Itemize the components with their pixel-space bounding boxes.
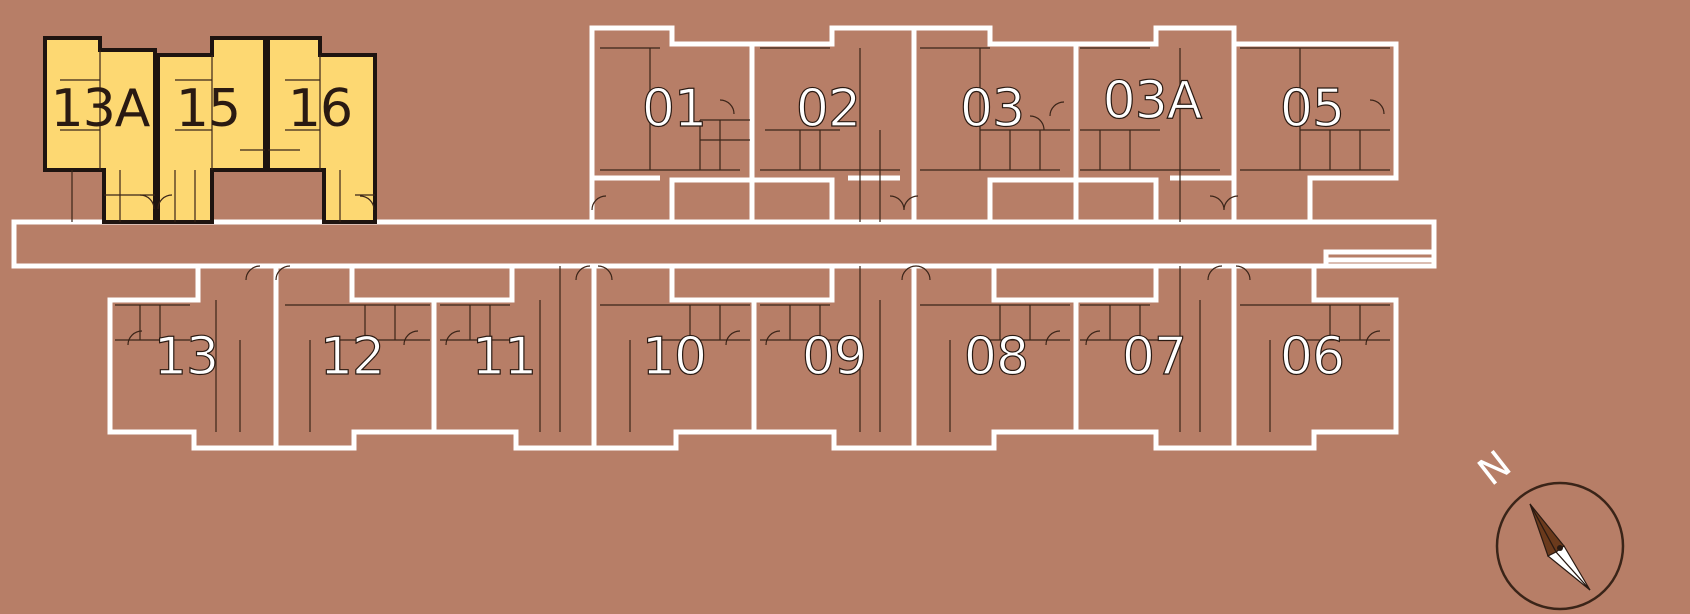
unit-label-01[interactable]: 01: [641, 78, 707, 139]
unit-label-11[interactable]: 11: [471, 326, 537, 387]
unit-label-15[interactable]: 15: [176, 79, 241, 139]
compass: N: [1470, 442, 1625, 611]
corridor-outline: [11, 219, 1437, 269]
unit-label-13[interactable]: 13: [153, 326, 219, 387]
unit-label-16[interactable]: 16: [288, 79, 353, 139]
compass-ring: [1495, 481, 1625, 611]
selected-units-group: [43, 36, 377, 224]
south-interior-details: [115, 265, 1390, 432]
unit-label-06[interactable]: 06: [1279, 326, 1345, 387]
north-wing: [589, 25, 1399, 222]
unit-label-10[interactable]: 10: [641, 326, 707, 387]
compass-arrow-icon: [1529, 503, 1591, 591]
north-wing-outline: [589, 25, 1399, 222]
unit-16-outline[interactable]: [266, 36, 377, 224]
unit-label-12[interactable]: 12: [319, 326, 385, 387]
unit-label-02[interactable]: 02: [795, 78, 861, 139]
unit-label-13A[interactable]: 13A: [51, 79, 152, 139]
corridor: [11, 219, 1437, 269]
unit-labels: 13A 15 16 01 02 03 03A 05 13 12 11 10 09…: [51, 70, 1346, 387]
unit-label-09[interactable]: 09: [801, 326, 867, 387]
unit-label-07[interactable]: 07: [1121, 326, 1187, 387]
unit-label-03[interactable]: 03: [959, 78, 1025, 139]
unit-label-03A[interactable]: 03A: [1102, 70, 1204, 131]
compass-north-letter: N: [1470, 442, 1519, 494]
unit-label-05[interactable]: 05: [1279, 78, 1345, 139]
unit-label-08[interactable]: 08: [963, 326, 1029, 387]
north-interior-details: [591, 47, 1390, 222]
south-wing: [107, 266, 1399, 451]
